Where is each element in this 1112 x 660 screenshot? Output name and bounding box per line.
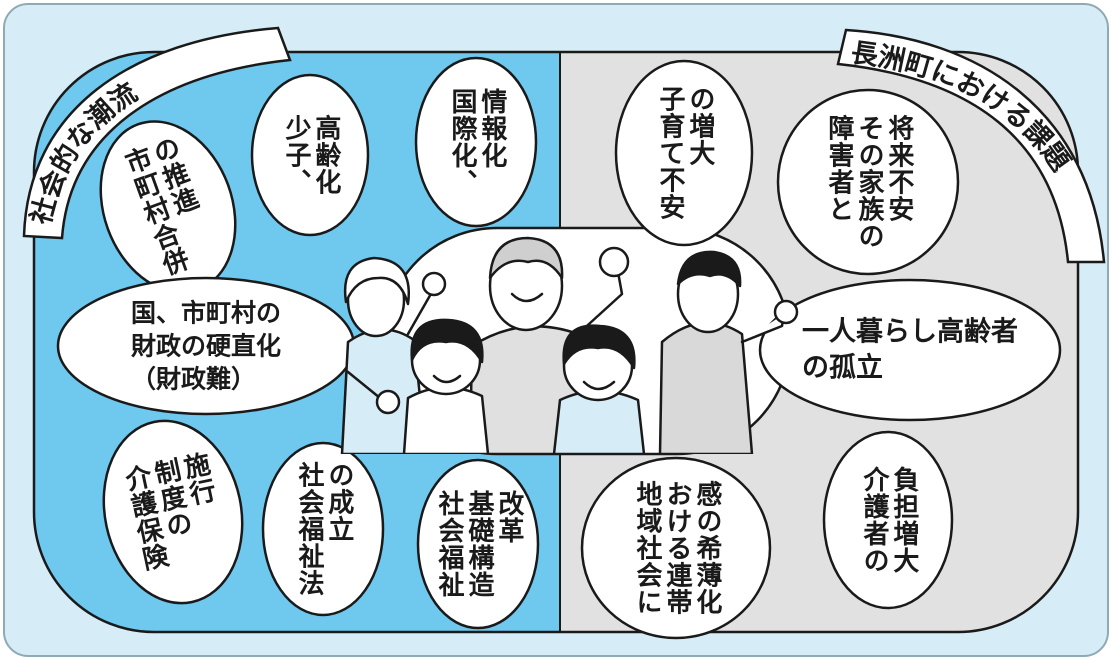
item-info: 情報化 国際化、 bbox=[416, 58, 536, 226]
item-aging: 高齢化 少子、 bbox=[252, 75, 368, 235]
item-finance: 国、市町村の 財政の硬直化 （財政難） bbox=[58, 278, 354, 414]
item-insurance-text: 施行 制度の 介護保険 bbox=[118, 449, 218, 574]
item-caregiver-text: 負担増大 介護者の bbox=[859, 466, 919, 574]
oval-community bbox=[580, 456, 772, 640]
left-title-tab bbox=[22, 26, 292, 240]
item-info-text: 情報化 国際化、 bbox=[447, 88, 507, 196]
oval-reform bbox=[416, 458, 540, 630]
oval-info bbox=[414, 56, 538, 228]
item-childcare: の増大 子育て不安 bbox=[616, 61, 752, 245]
oval-elderly bbox=[758, 278, 1062, 422]
item-reform: 改革 基礎構造 社会福祉 bbox=[418, 460, 538, 628]
item-welfare-law-text: の成立 社会福祉法 bbox=[294, 461, 354, 597]
track-outline bbox=[32, 50, 1080, 634]
item-elderly: 一人暮らし高齢者 の孤立 bbox=[760, 280, 1060, 420]
oval-welfare-law bbox=[261, 441, 385, 617]
item-merger-text: の推進 市町村合併 bbox=[117, 133, 202, 281]
item-welfare-law: の成立 社会福祉法 bbox=[263, 443, 383, 615]
oval-insurance bbox=[102, 419, 244, 605]
item-community-text: 感の希薄化 おける連帯 地域社会に bbox=[632, 480, 722, 616]
item-disabled-text: 将来不安 その家族の 障害者と bbox=[824, 114, 914, 250]
family-cheering-illustration bbox=[340, 236, 799, 454]
item-reform-text: 改革 基礎構造 社会福祉 bbox=[434, 490, 524, 598]
item-aging-text: 高齢化 少子、 bbox=[281, 114, 341, 196]
oval-aging bbox=[250, 73, 370, 237]
right-title-tab bbox=[836, 28, 1106, 264]
item-finance-text: 国、市町村の 財政の硬直化 （財政難） bbox=[130, 298, 282, 394]
oval-caregiver bbox=[822, 430, 954, 610]
item-disabled: 将来不安 その家族の 障害者と bbox=[778, 90, 958, 274]
item-caregiver: 負担増大 介護者の bbox=[824, 432, 952, 608]
oval-childcare bbox=[614, 59, 754, 247]
item-childcare-text: の増大 子育て不安 bbox=[655, 85, 715, 221]
oval-disabled bbox=[776, 88, 960, 276]
item-community: 感の希薄化 おける連帯 地域社会に bbox=[582, 458, 770, 638]
item-elderly-text: 一人暮らし高齢者 の孤立 bbox=[802, 316, 1018, 383]
